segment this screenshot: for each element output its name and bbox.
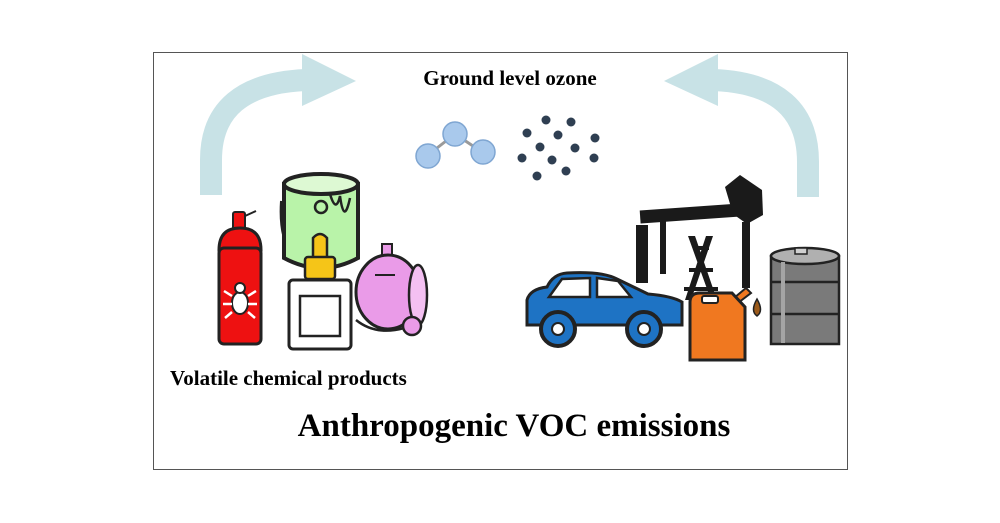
jerry-can-icon: [688, 286, 753, 362]
spray-can-icon: [217, 210, 263, 346]
up-arrow-right-icon: [664, 54, 819, 197]
ozone-molecule-icon: [415, 121, 496, 169]
perfume-bottle-icon: [354, 243, 429, 337]
car-icon: [525, 271, 684, 348]
up-arrow-left-icon: [200, 54, 356, 195]
ground-level-ozone-label: Ground level ozone: [423, 66, 597, 90]
diagram-frame: [153, 52, 848, 470]
oil-barrel-icon: [769, 246, 841, 346]
oil-pump-icon: [636, 175, 763, 300]
oil-drop-icon: [752, 297, 762, 317]
paint-can-icon: [279, 172, 360, 270]
anthropogenic-voc-emissions-title: Anthropogenic VOC emissions: [297, 408, 731, 444]
particles-icon: [517, 115, 600, 181]
volatile-chemical-products-label: Volatile chemical products: [170, 366, 407, 390]
glue-bottle-icon: [287, 232, 353, 351]
